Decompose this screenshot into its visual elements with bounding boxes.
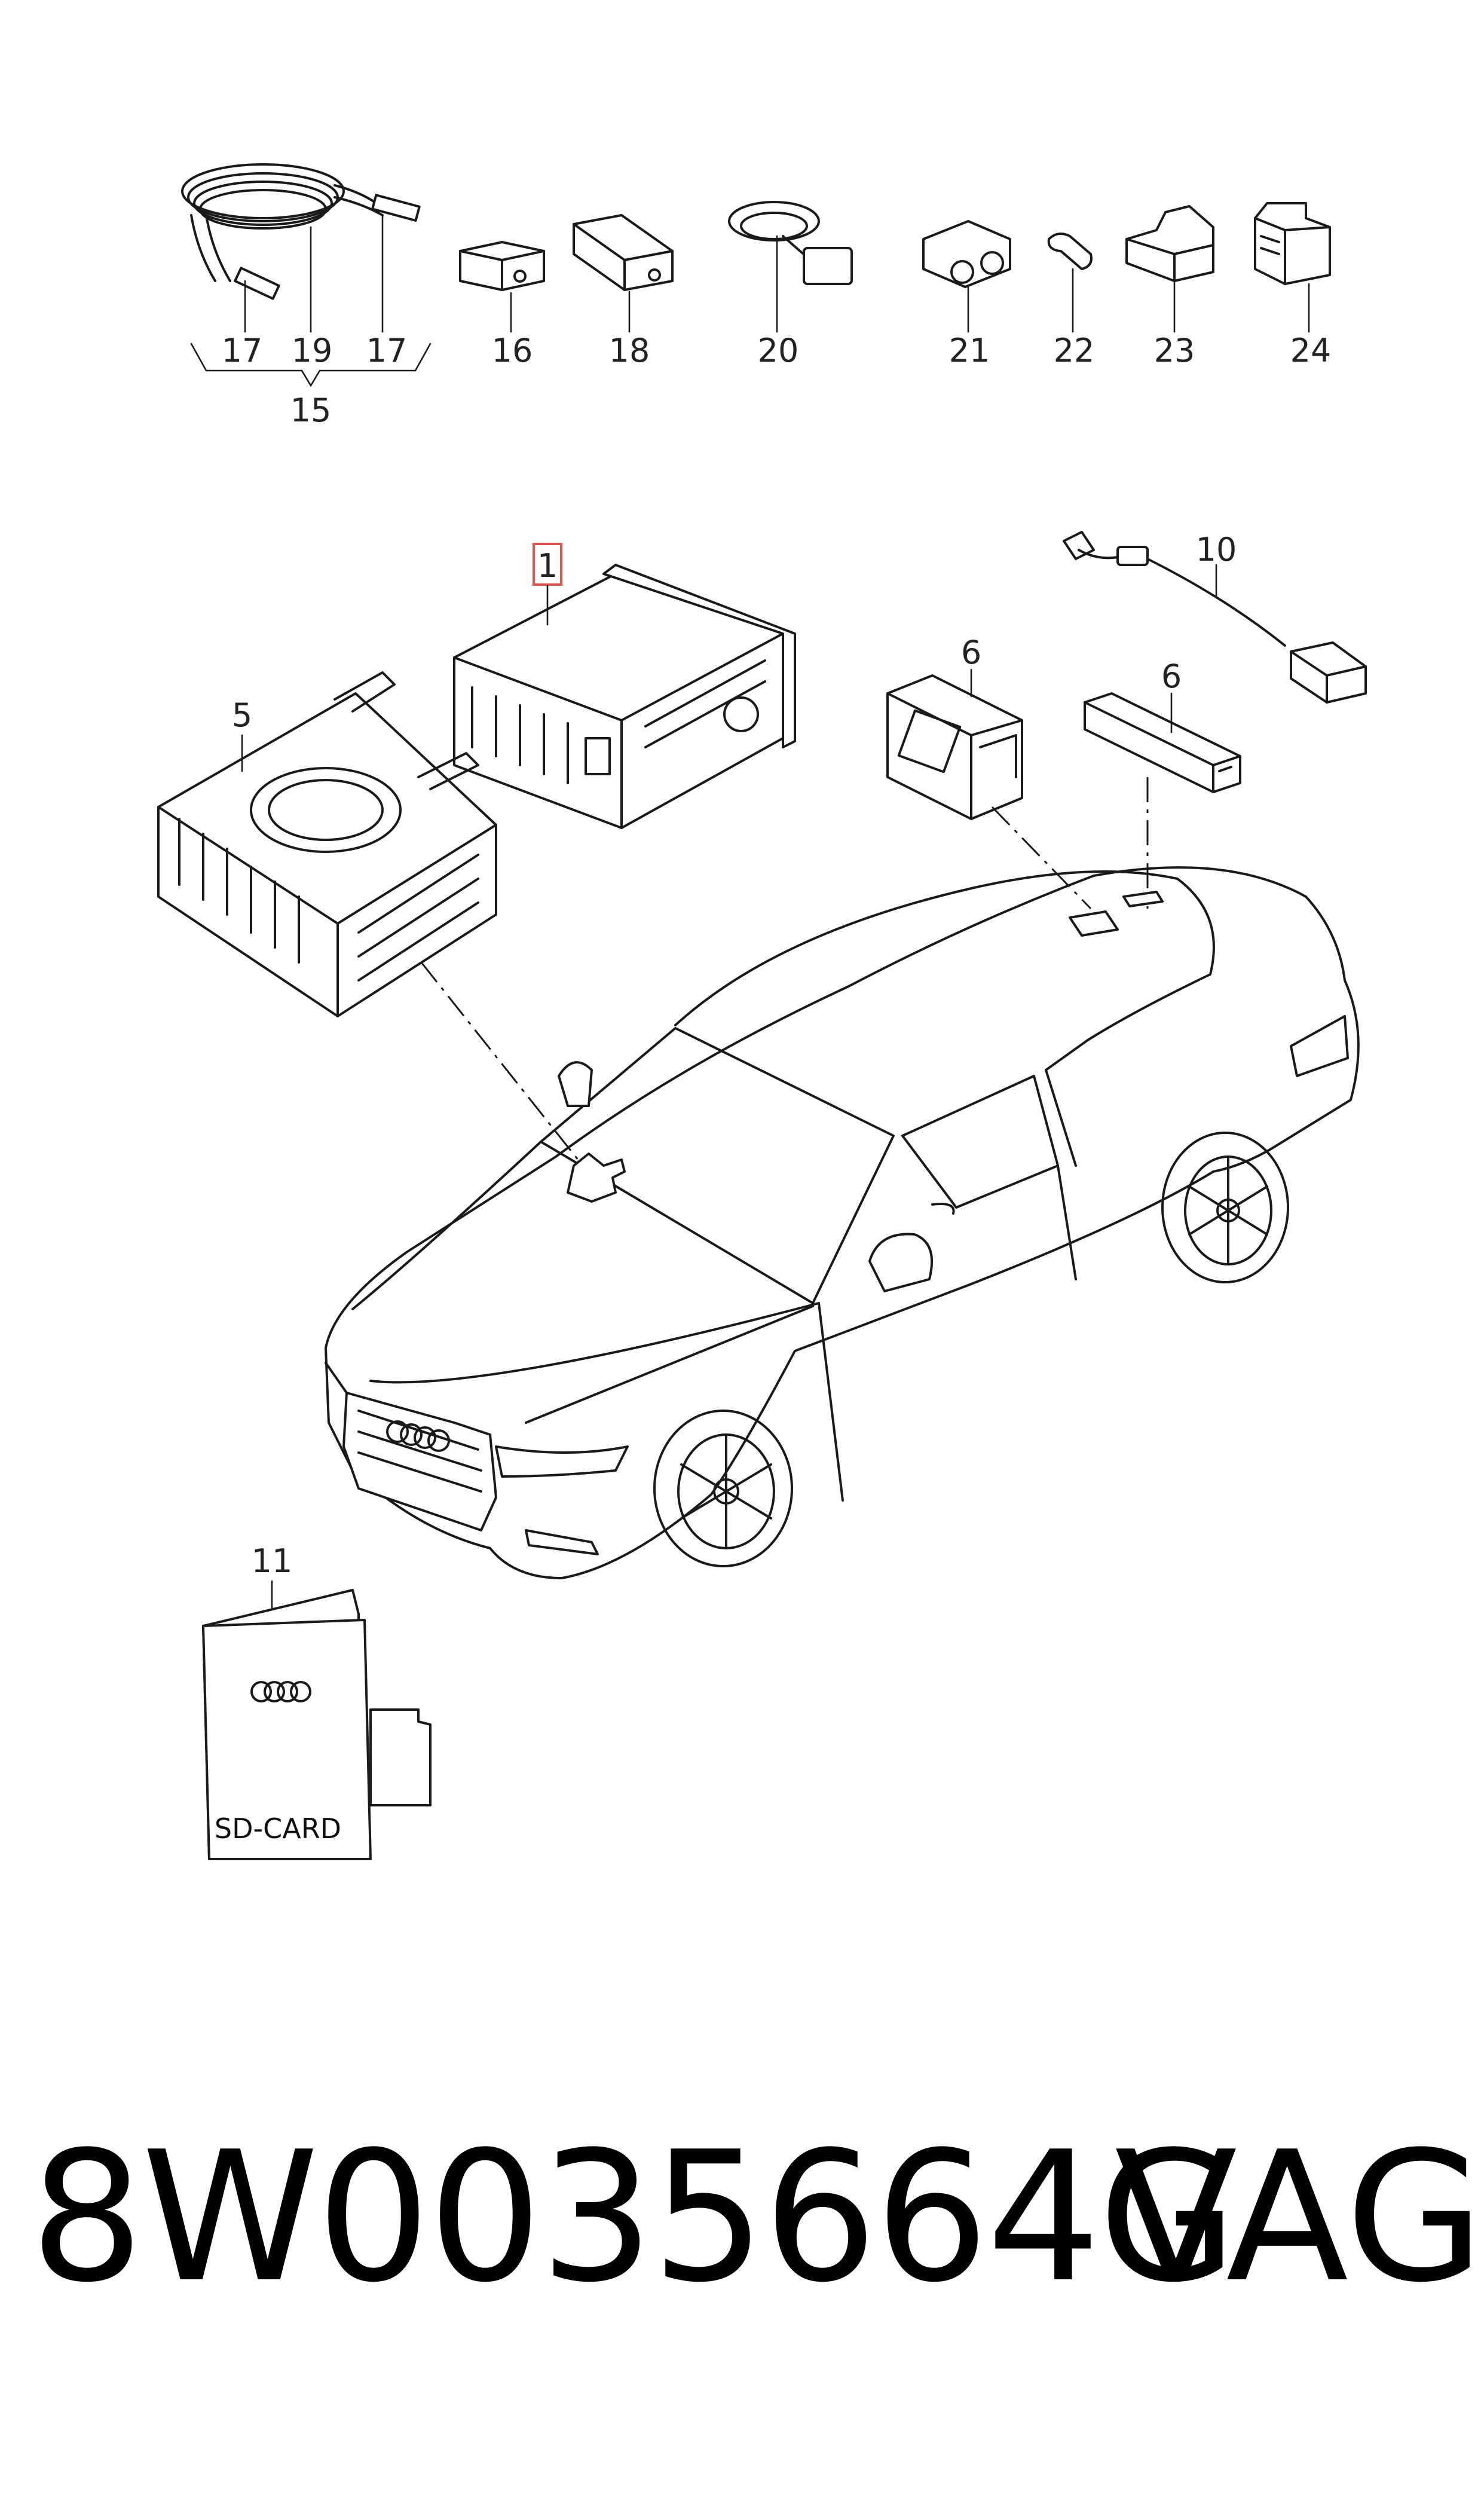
callout-23: 23 [1154,332,1195,369]
sd-card-label: SD-CARD [215,1812,341,1845]
connector-housing-part-24[interactable] [1254,202,1331,285]
callout-20: 20 [758,332,799,369]
car-outline [325,866,1360,1579]
brand-name: VAG [1115,2113,1484,2322]
callout-10: 10 [1196,531,1237,568]
callout-24: 24 [1290,332,1332,369]
bracket-15 [190,343,432,387]
callout-6-right: 6 [1161,658,1182,695]
sleeve-part-21[interactable] [922,220,1011,288]
callout-17-left: 17 [222,332,263,369]
connector-part-16[interactable] [459,241,545,291]
callout-18: 18 [609,332,650,369]
highlight-box-1 [533,543,562,586]
part-number: 8W0035664G [30,2113,1237,2322]
callout-19: 19 [292,332,333,369]
callout-1: 1 [537,547,558,585]
plug-part-22[interactable] [1047,233,1093,270]
callout-16: 16 [492,332,533,369]
callout-5: 5 [232,696,252,734]
callout-22: 22 [1054,332,1095,369]
callout-11: 11 [252,1542,293,1580]
callout-6-left: 6 [961,634,981,671]
callout-17-right: 17 [366,332,408,369]
ring-connector-part-20[interactable] [728,201,853,285]
mounting-bracket-part-5[interactable] [157,671,497,1017]
head-unit-part-1[interactable] [453,564,796,829]
connector-part-18[interactable] [573,214,674,291]
module-part-6-left[interactable] [886,674,1023,820]
callout-15: 15 [290,392,332,429]
callout-21: 21 [949,332,990,369]
module-part-6-right[interactable] [1084,692,1241,793]
coiled-cable-part-15[interactable] [181,163,421,300]
cover-part-23[interactable] [1125,205,1214,282]
antenna-cable-part-10[interactable] [1063,531,1367,704]
sd-card-booklet-part-11[interactable] [202,1589,432,1860]
